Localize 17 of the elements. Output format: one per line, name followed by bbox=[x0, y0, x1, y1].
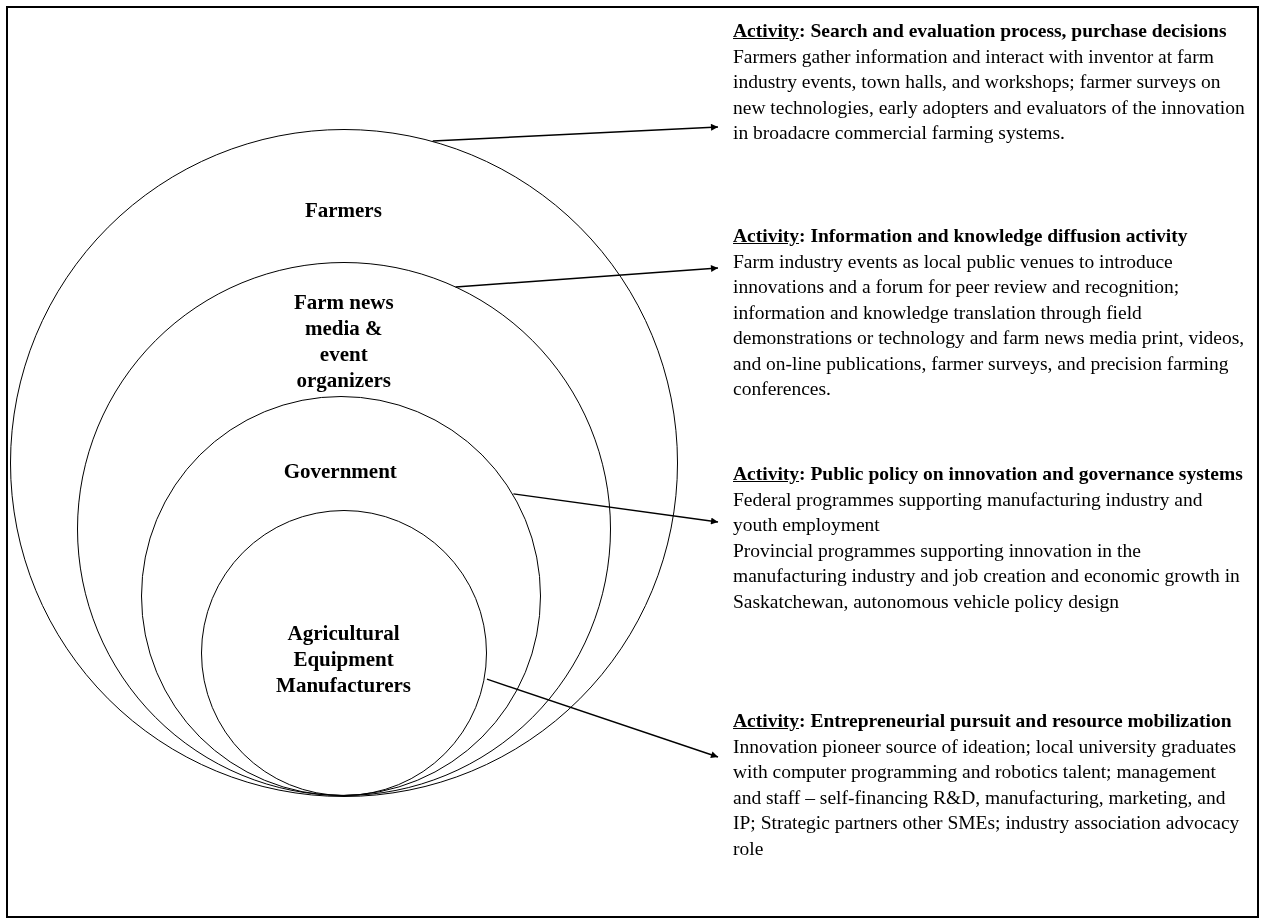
arrow bbox=[486, 678, 719, 759]
circle-label: Agricultural Equipment Manufacturers bbox=[275, 619, 412, 698]
activity-heading: Activity: Entrepreneurial pursuit and resource mobilization bbox=[733, 709, 1233, 733]
activity-description: Farm industry events as local public venues to introduce innovations and a forum for peer review and recognition; information and knowledge translation through field demonstrations or technology and farm news media print, videos, and on-line publications, farmer surveys, and precision farming conferences. bbox=[733, 249, 1245, 401]
activity-description: Provincial programmes supporting innovation in the manufacturing industry and job creation and economic growth in Saskatchewan, autonomous vehicle policy design bbox=[733, 538, 1241, 614]
activity-heading: Activity: Public policy on innovation and governance systems bbox=[733, 462, 1244, 486]
activity-description: Federal programmes supporting manufacturing industry and youth employment bbox=[733, 487, 1204, 537]
arrow bbox=[432, 123, 719, 142]
arrow bbox=[512, 493, 719, 525]
circle-label: Government bbox=[283, 458, 397, 485]
activity-heading: Activity: Search and evaluation process, purchase decisions bbox=[733, 19, 1228, 43]
circle-label: Farmers bbox=[304, 197, 382, 224]
activity-heading: Activity: Information and knowledge diffusion activity bbox=[733, 224, 1189, 248]
activity-description: Innovation pioneer source of ideation; local university graduates with computer programming and robotics talent; management and staff – self-financing R&D, manufacturing, marketing, and IP; Strategic partners other SMEs; industry association advocacy role bbox=[733, 734, 1241, 861]
activity-description: Farmers gather information and interact with inventor at farm industry events, town halls, and workshops; farmer surveys on new technologies, early adopters and evaluators of the innovation in broadacre commercial farming systems. bbox=[733, 44, 1245, 145]
circle-label: Farm news media & event organizers bbox=[292, 288, 395, 393]
arrow bbox=[454, 265, 719, 288]
